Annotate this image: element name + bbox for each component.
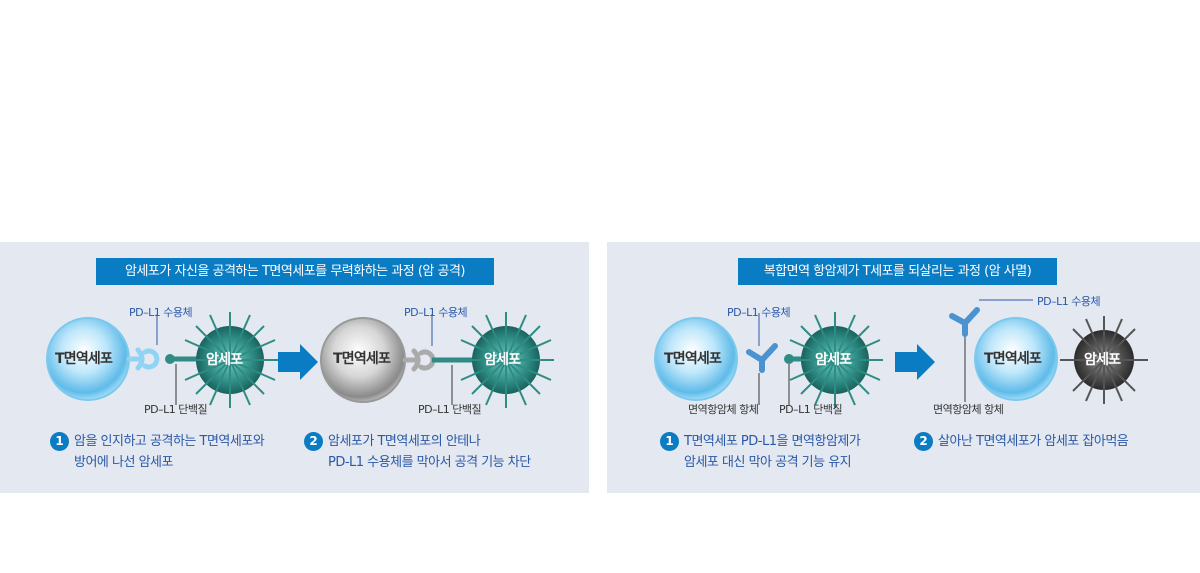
- t-cell-1-label: T면역세포: [55, 351, 113, 367]
- t-cell-4-label: T면역세포: [984, 351, 1042, 367]
- left-step-2: 암세포가 T면역세포의 안테나 PD-L1 수용체를 막아서 공격 기능 차단: [328, 434, 531, 470]
- protein-label-2: PD–L1 단백질: [418, 403, 482, 416]
- receptor-label-2: PD–L1 수용체: [404, 306, 468, 319]
- right-step-2: 살아난 T면역세포가 암세포 잡아먹음: [938, 434, 1129, 449]
- receptor-label-1: PD–L1 수용체: [129, 306, 193, 319]
- step-number-2: 2: [304, 432, 323, 451]
- cancer-cell-4: [1060, 316, 1148, 404]
- step-number-3: 1: [660, 432, 679, 451]
- t-cell-4: [974, 317, 1058, 401]
- antibody-label-1: 면역항암체 항체: [688, 403, 759, 416]
- pd-l1-receptor-2: [402, 348, 436, 372]
- right-title: 복합면역 항암제가 T세포를 되살리는 과정 (암 사멸): [738, 258, 1057, 285]
- left-step-1: 암을 인지하고 공격하는 T면역세포와 방어에 나선 암세포: [74, 434, 265, 470]
- step-number-4: 2: [914, 432, 933, 451]
- t-cell-2-label: T면역세포: [333, 351, 391, 367]
- left-illustration: [46, 312, 554, 408]
- antibody-2: [949, 307, 980, 337]
- right-panel: 복합면역 항암제가 T세포를 되살리는 과정 (암 사멸): [607, 242, 1200, 493]
- left-panel: 암세포가 자신을 공격하는 T면역세포를 무력화하는 과정 (암 공격): [0, 242, 589, 493]
- right-step-1: T면역세포 PD-L1을 면역항암제가 암세포 대신 막아 공격 기능 유지: [684, 434, 861, 470]
- pd-l1-receptor-1: [126, 347, 160, 371]
- arrow-1: [278, 344, 318, 380]
- protein-label-3: PD–L1 단백질: [779, 403, 843, 416]
- cancer-cell-3: [787, 312, 883, 408]
- arrow-2: [895, 344, 935, 380]
- receptor-label-3: PD–L1 수용체: [727, 306, 791, 319]
- left-title: 암세포가 자신을 공격하는 T면역세포를 무력화하는 과정 (암 공격): [96, 258, 494, 285]
- protein-label-1: PD–L1 단백질: [144, 403, 208, 416]
- cancer-cell-1: [182, 312, 278, 408]
- antibody-label-2: 면역항암체 항체: [933, 403, 1004, 416]
- cancer-cell-4-label: 암세포: [1084, 352, 1121, 368]
- cancer-cell-1-label: 암세포: [206, 352, 243, 368]
- right-illustration: [654, 299, 1148, 408]
- cancer-cell-2: [458, 312, 554, 408]
- t-cell-3: [654, 317, 738, 401]
- cancer-cell-3-label: 암세포: [815, 352, 852, 368]
- step-number-1: 1: [50, 432, 69, 451]
- antibody-1: [746, 343, 778, 373]
- cancer-cell-2-label: 암세포: [484, 352, 521, 368]
- t-cell-3-label: T면역세포: [664, 351, 722, 367]
- receptor-label-4: PD–L1 수용체: [1037, 295, 1101, 308]
